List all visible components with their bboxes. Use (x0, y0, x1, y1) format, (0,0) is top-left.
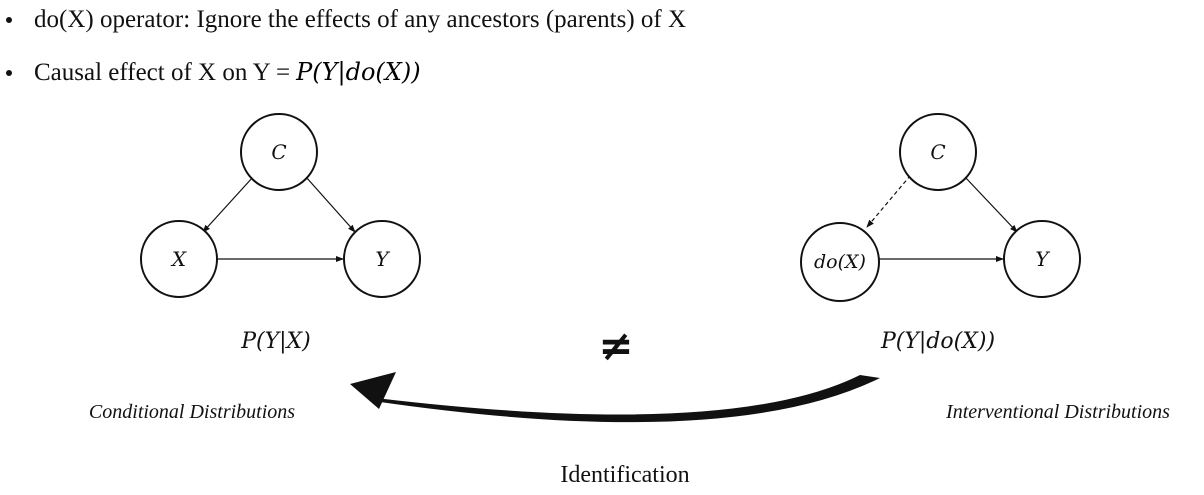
node-y-label: Y (1035, 247, 1050, 271)
bullet-dot (6, 70, 12, 76)
right-caption: Interventional Distributions (945, 401, 1170, 423)
node-c (899, 113, 977, 191)
node-do-x (800, 222, 880, 302)
bullet-dot (6, 17, 12, 23)
edge-c-dox-dashed (866, 169, 916, 228)
edge-c-y (964, 176, 1018, 233)
bullet-1: do(X) operator: Ignore the effects of an… (6, 6, 686, 34)
not-equal-symbol: ≠ (598, 321, 633, 370)
bullet-2: Causal effect of X on Y = P(Y|do(X)) (6, 58, 421, 87)
edge-c-y (305, 176, 356, 233)
left-caption: Conditional Distributions (89, 401, 295, 423)
left-graph: C X Y P(Y|X) Conditional Distributions (89, 113, 421, 423)
identification-arrow-body (376, 375, 880, 423)
node-x-label: X (170, 247, 187, 271)
identification-arrow-head (350, 372, 396, 409)
bullet-1-text: do(X) operator: Ignore the effects of an… (34, 6, 687, 33)
node-y-label: Y (375, 247, 390, 271)
left-formula: P(Y|X) (240, 329, 311, 354)
node-c-label: C (271, 140, 286, 164)
bullet-2-math: P(Y|do(X)) (296, 58, 421, 86)
node-y (343, 220, 421, 298)
node-x (140, 220, 218, 298)
node-y (1003, 220, 1081, 298)
node-c-label: C (930, 140, 945, 164)
right-graph: C do(X) Y P(Y|do(X)) Interventional Dist… (800, 113, 1170, 423)
edge-c-x (202, 176, 254, 233)
bullet-2-text: Causal effect of X on Y = (34, 59, 291, 86)
node-do-x-label: do(X) (814, 251, 866, 273)
node-c (240, 113, 318, 191)
right-formula: P(Y|do(X)) (880, 329, 995, 354)
identification-label: Identification (560, 462, 689, 488)
